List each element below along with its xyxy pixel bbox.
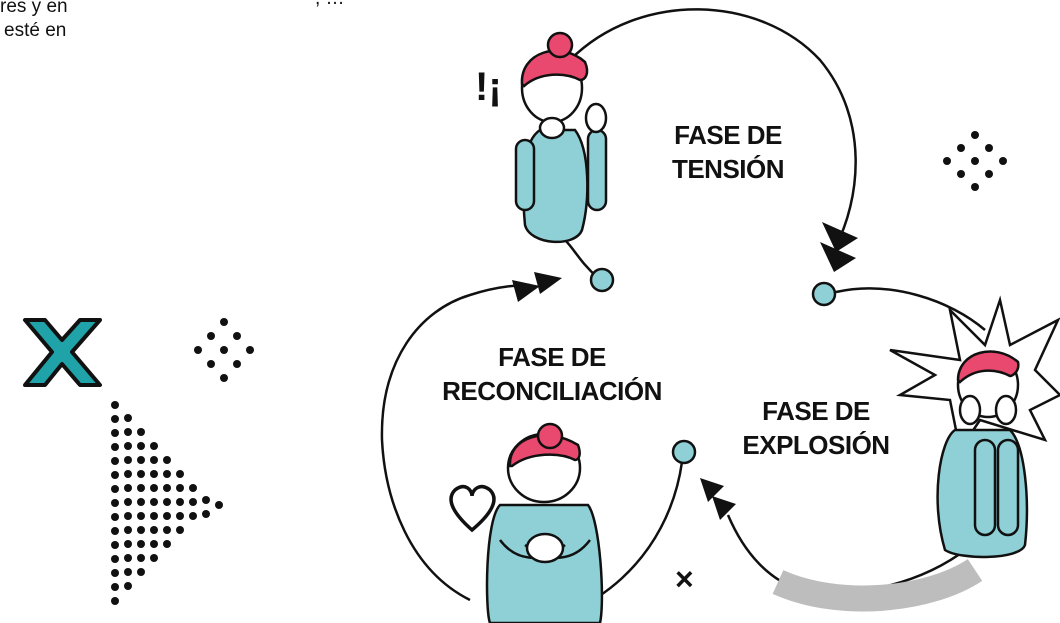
triangle-dot [189, 512, 197, 520]
triangle-dot [124, 582, 132, 590]
triangle-dot [124, 540, 132, 548]
explosion-arc-top [835, 287, 986, 331]
reconciliation-figure [485, 422, 604, 623]
triangle-dot [124, 442, 132, 450]
phase-label-tension-line-1: FASE DE [674, 120, 782, 150]
triangle-dot [137, 428, 145, 436]
triangle-dot [137, 470, 145, 478]
triangle-dot [163, 484, 171, 492]
phase-label-explosion: FASE DE EXPLOSIÓN [716, 394, 916, 462]
triangle-dot [202, 510, 210, 518]
triangle-dot [111, 457, 119, 465]
triangle-dot [189, 498, 197, 506]
phase-label-explosion-line-1: FASE DE [762, 396, 870, 426]
triangle-dot [176, 498, 184, 506]
triangle-dot [137, 540, 145, 548]
phase-label-explosion-line-2: EXPLOSIÓN [742, 430, 890, 460]
node-circle-explosion [811, 281, 837, 307]
triangle-dot [124, 428, 132, 436]
dot-pattern-icon-triangle [111, 401, 223, 605]
triangle-dot [137, 568, 145, 576]
node-circle-tension [589, 267, 615, 293]
triangle-dot [150, 484, 158, 492]
clipped-text-fragment: , … [315, 0, 345, 10]
triangle-dot [176, 484, 184, 492]
triangle-dot [124, 456, 132, 464]
alarm-symbol: !¡ [475, 65, 502, 109]
triangle-dot [137, 554, 145, 562]
triangle-dot [163, 470, 171, 478]
triangle-dot [124, 512, 132, 520]
triangle-dot [137, 526, 145, 534]
arrowhead-icon-tension [820, 222, 858, 272]
triangle-dot [137, 456, 145, 464]
triangle-dot [176, 526, 184, 534]
arrowhead-icon-explosion [700, 478, 736, 520]
triangle-dot [111, 541, 119, 549]
triangle-dot [111, 597, 119, 605]
x-icon-large [23, 318, 102, 387]
triangle-dot [150, 526, 158, 534]
triangle-dot [124, 554, 132, 562]
phase-label-reconciliation: FASE DE RECONCILIACIÓN [406, 340, 698, 408]
triangle-dot [137, 484, 145, 492]
triangle-dot [111, 471, 119, 479]
triangle-dot [163, 540, 171, 548]
tension-arc [569, 8, 857, 249]
phase-label-tension: FASE DE TENSIÓN [648, 118, 808, 186]
triangle-dot [124, 414, 132, 422]
tension-figure [514, 31, 608, 244]
triangle-dot [111, 527, 119, 535]
phase-label-reconciliation-line-1: FASE DE [498, 342, 606, 372]
triangle-dot [137, 512, 145, 520]
triangle-dot [124, 484, 132, 492]
phase-label-reconciliation-line-2: RECONCILIACIÓN [442, 376, 662, 406]
triangle-dot [150, 554, 158, 562]
clipped-text-line-2: esté en [4, 20, 67, 41]
triangle-dot [111, 415, 119, 423]
grey-arc-decoration [772, 558, 983, 612]
triangle-dot [150, 456, 158, 464]
triangle-dot [111, 583, 119, 591]
triangle-dot [111, 443, 119, 451]
arrowhead-icon-reconciliation [512, 272, 562, 302]
triangle-dot [150, 498, 158, 506]
triangle-dot [176, 512, 184, 520]
triangle-dot [215, 501, 223, 509]
triangle-dot [111, 513, 119, 521]
triangle-dot [111, 499, 119, 507]
triangle-dot [111, 485, 119, 493]
triangle-dot [150, 470, 158, 478]
triangle-dot [150, 512, 158, 520]
dot-pattern-icon-left [194, 318, 254, 382]
triangle-dot [137, 498, 145, 506]
triangle-dot [163, 498, 171, 506]
heart-icon [449, 484, 496, 533]
triangle-dot [124, 526, 132, 534]
triangle-dot [124, 498, 132, 506]
clipped-text-line-1: res y en [0, 0, 68, 17]
triangle-dot [137, 442, 145, 450]
explosion-figure [936, 350, 1029, 559]
x-icon-small: × [675, 561, 694, 597]
phase-label-tension-line-2: TENSIÓN [671, 154, 785, 184]
triangle-dot [124, 568, 132, 576]
triangle-dot [202, 496, 210, 504]
triangle-dot [163, 512, 171, 520]
triangle-dot [163, 456, 171, 464]
node-circle-reconciliation [671, 439, 697, 465]
triangle-dot [189, 484, 197, 492]
triangle-dot [150, 540, 158, 548]
triangle-dot [176, 470, 184, 478]
triangle-dot [111, 555, 119, 563]
triangle-dot [111, 569, 119, 577]
triangle-dot [163, 526, 171, 534]
dot-pattern-icon-right [943, 131, 1007, 191]
triangle-dot [150, 442, 158, 450]
triangle-dot [111, 401, 119, 409]
triangle-dot [111, 429, 119, 437]
triangle-dot [124, 470, 132, 478]
